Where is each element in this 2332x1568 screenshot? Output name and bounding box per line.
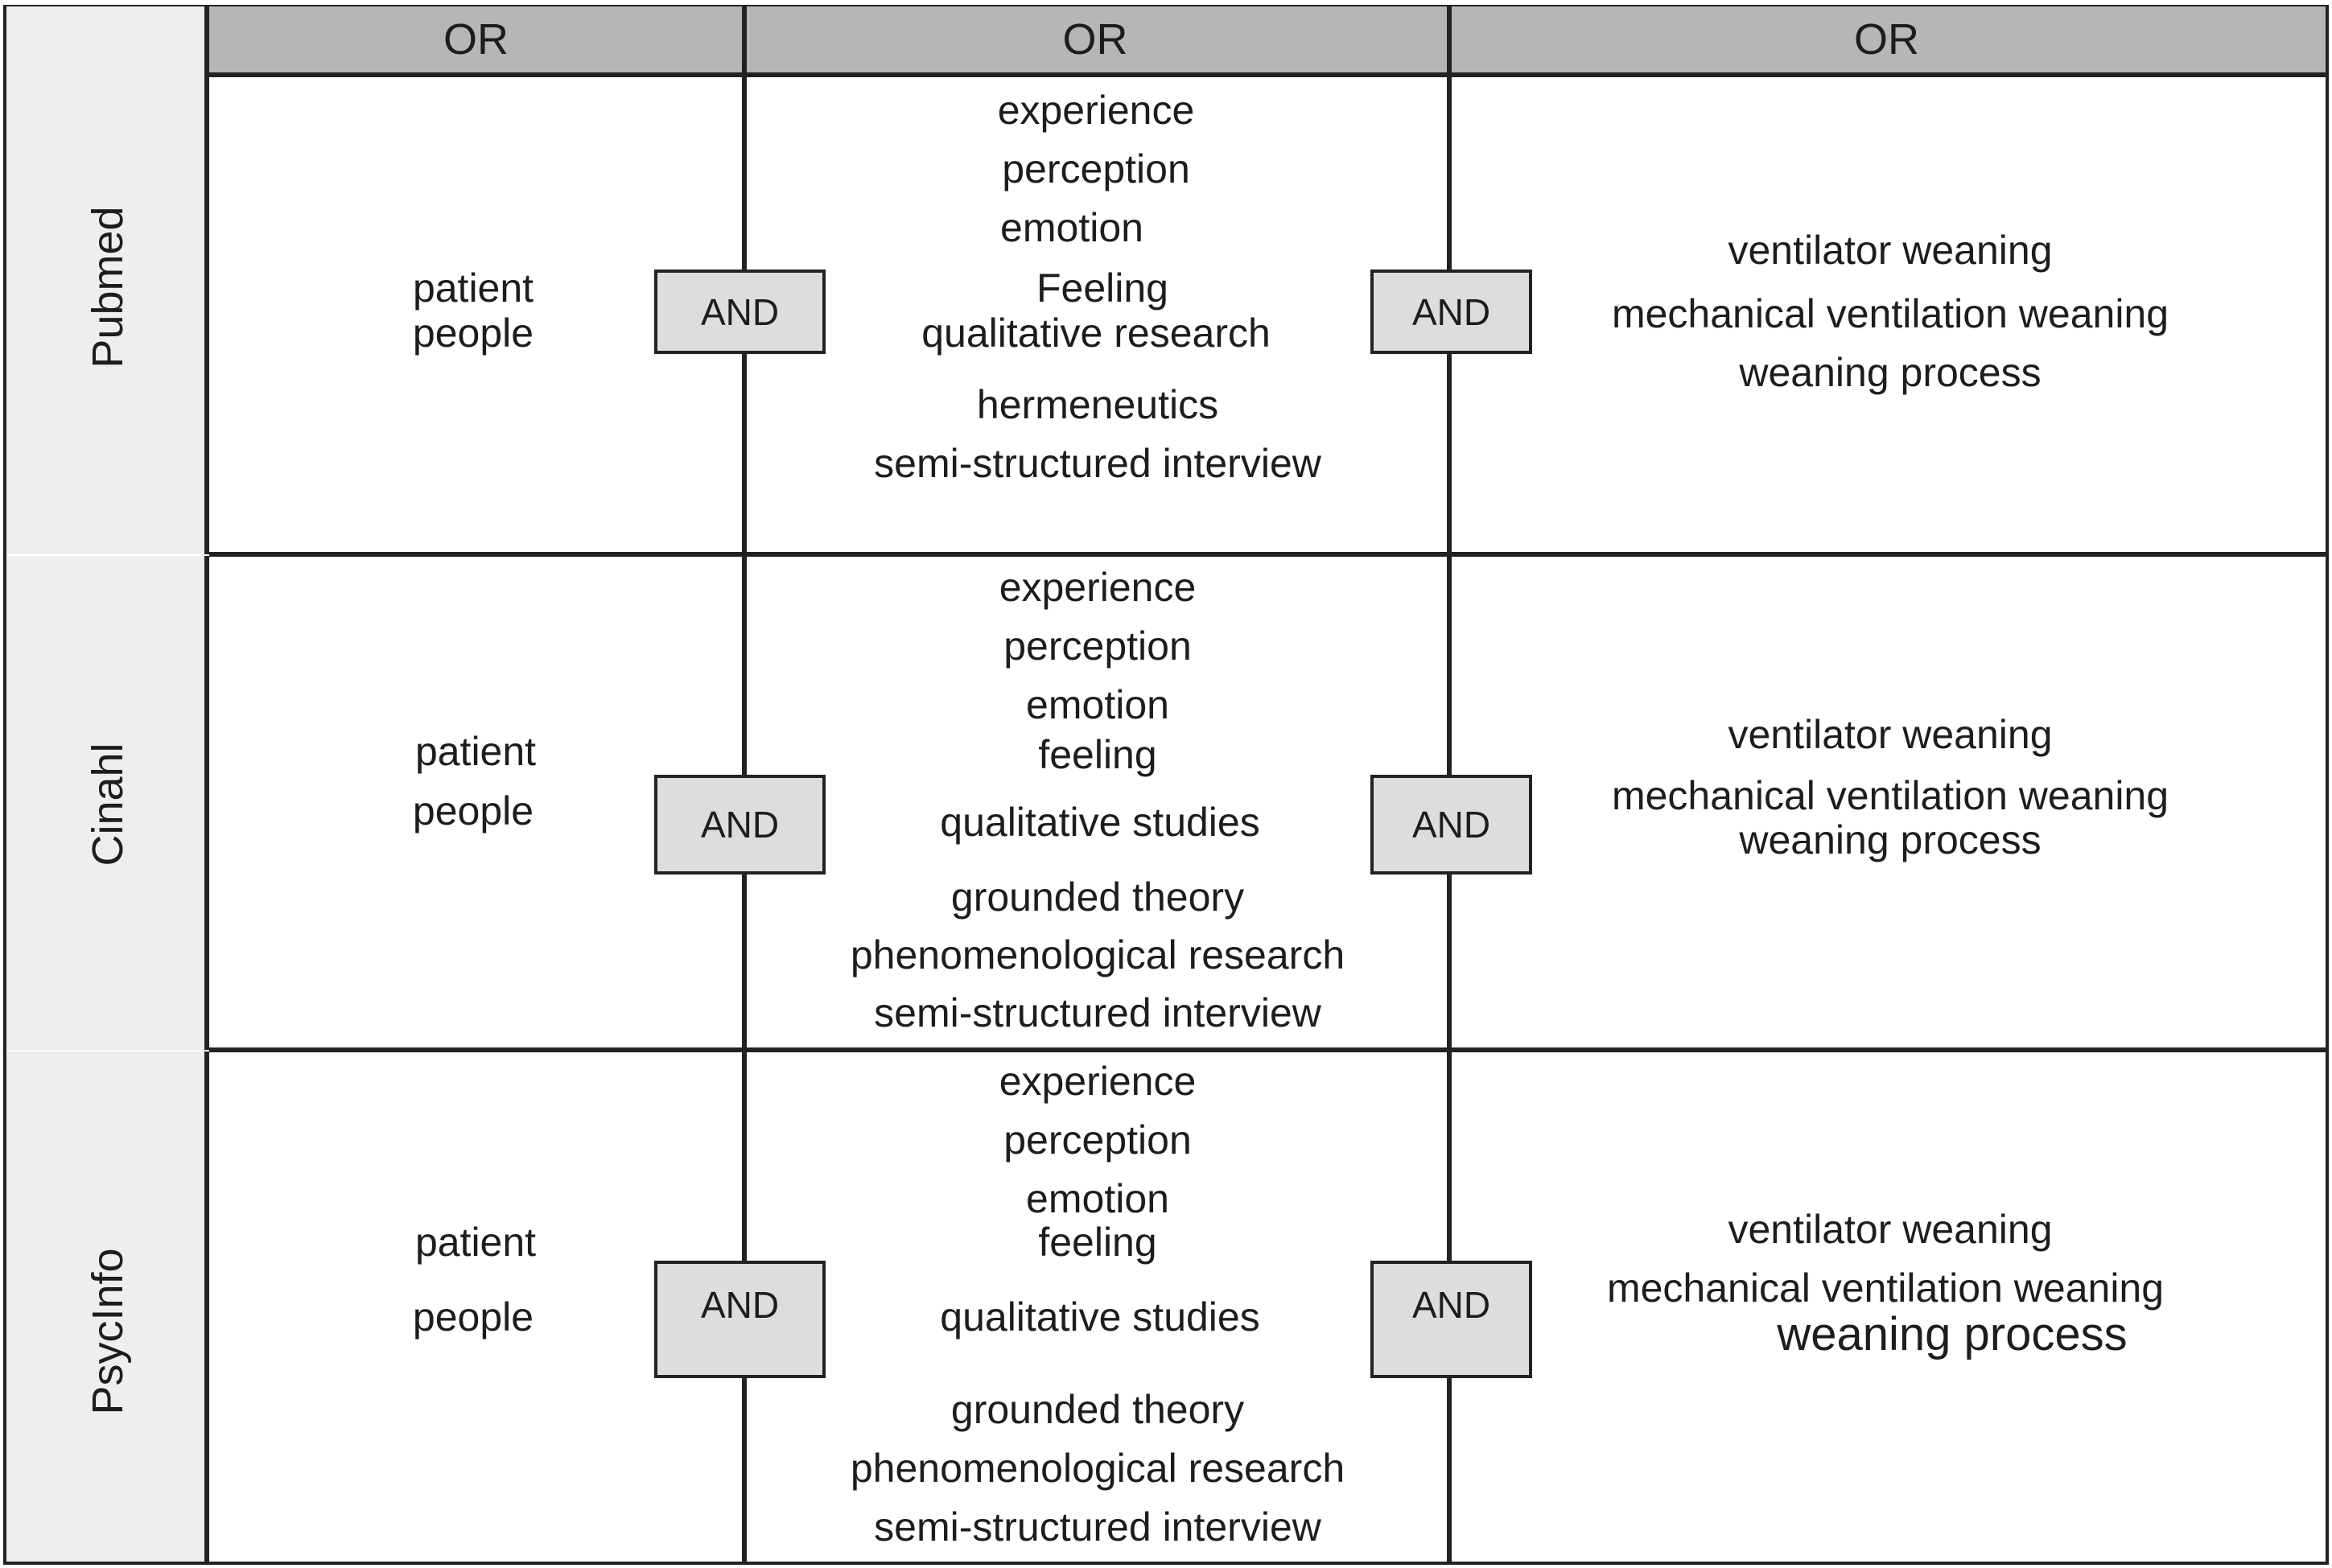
sidebar-cell-cinahl — [6, 555, 209, 1051]
database-label-cinahl: Cinahl — [84, 743, 132, 866]
and-connector-box: AND — [654, 1261, 826, 1378]
and-connector-label: AND — [1411, 1284, 1491, 1326]
context-term: weaning process — [1739, 350, 2042, 395]
phenomenon-term: perception — [1003, 1117, 1192, 1163]
phenomenon-term: semi-structured interview — [874, 990, 1321, 1035]
phenomenon-term: emotion — [1000, 205, 1143, 250]
phenomenon-term: grounded theory — [950, 1387, 1245, 1432]
phenomenon-term: Feeling — [1036, 265, 1168, 311]
phenomenon-term: feeling — [1038, 732, 1157, 777]
phenomenon-term: qualitative studies — [940, 800, 1260, 845]
phenomenon-term: experience — [997, 88, 1195, 133]
context-term: mechanical ventilation weaning — [1606, 1266, 2165, 1311]
population-term: patient — [412, 265, 534, 311]
phenomenon-term: phenomenological research — [850, 932, 1345, 977]
and-connector-label: AND — [1411, 804, 1491, 846]
and-connector-box: AND — [654, 775, 826, 875]
phenomenon-term: semi-structured interview — [874, 441, 1321, 486]
context-term: ventilator weaning — [1728, 228, 2053, 273]
sidebar-separator — [6, 1050, 209, 1052]
database-label-pubmed: Pubmed — [84, 206, 132, 368]
and-connector-label: AND — [700, 804, 780, 846]
phenomenon-term: experience — [999, 565, 1197, 610]
context-term: mechanical ventilation weaning — [1611, 773, 2169, 818]
and-connector-label: AND — [700, 290, 780, 333]
population-term: patient — [414, 729, 537, 774]
header-or-context: OR — [1854, 15, 1919, 64]
phenomenon-term: perception — [1003, 623, 1192, 669]
population-term: people — [412, 788, 534, 833]
and-connector-box: AND — [1370, 775, 1532, 875]
phenomenon-term: emotion — [1026, 1176, 1169, 1221]
sidebar-header-cell — [6, 6, 209, 555]
and-connector-label: AND — [700, 1284, 780, 1326]
context-term: ventilator weaning — [1728, 712, 2053, 757]
phenomenon-term: emotion — [1026, 682, 1169, 727]
phenomenon-term: feeling — [1038, 1220, 1157, 1265]
sidebar-separator — [6, 554, 209, 556]
and-connector-box: AND — [654, 270, 826, 354]
population-term: patient — [414, 1220, 537, 1265]
phenomenon-term: experience — [999, 1059, 1197, 1104]
population-term: people — [412, 1294, 534, 1340]
phenomenon-term: semi-structured interview — [874, 1504, 1321, 1549]
sidebar-cell-psycinfo — [6, 1051, 209, 1562]
and-connector-label: AND — [1411, 290, 1491, 333]
phenomenon-term: qualitative research — [921, 311, 1271, 356]
row-divider — [209, 552, 2326, 557]
context-term: mechanical ventilation weaning — [1611, 291, 2169, 336]
header-or-population: OR — [443, 15, 509, 64]
context-term: weaning process — [1739, 817, 2042, 862]
and-connector-box: AND — [1370, 270, 1532, 354]
context-term: weaning process — [1777, 1308, 2128, 1360]
phenomenon-term: hermeneutics — [976, 382, 1219, 427]
population-term: people — [412, 311, 534, 356]
phenomenon-term: grounded theory — [950, 875, 1245, 920]
phenomenon-term: perception — [1002, 146, 1190, 191]
phenomenon-term: qualitative studies — [940, 1294, 1260, 1340]
header-or-phenomenon: OR — [1062, 15, 1128, 64]
phenomenon-term: phenomenological research — [850, 1446, 1345, 1491]
header-bar: OR OR OR — [209, 6, 2326, 77]
and-connector-box: AND — [1370, 1261, 1532, 1378]
database-label-psycinfo: PsycInfo — [84, 1248, 132, 1415]
row-divider — [209, 1047, 2326, 1052]
context-term: ventilator weaning — [1728, 1207, 2053, 1252]
